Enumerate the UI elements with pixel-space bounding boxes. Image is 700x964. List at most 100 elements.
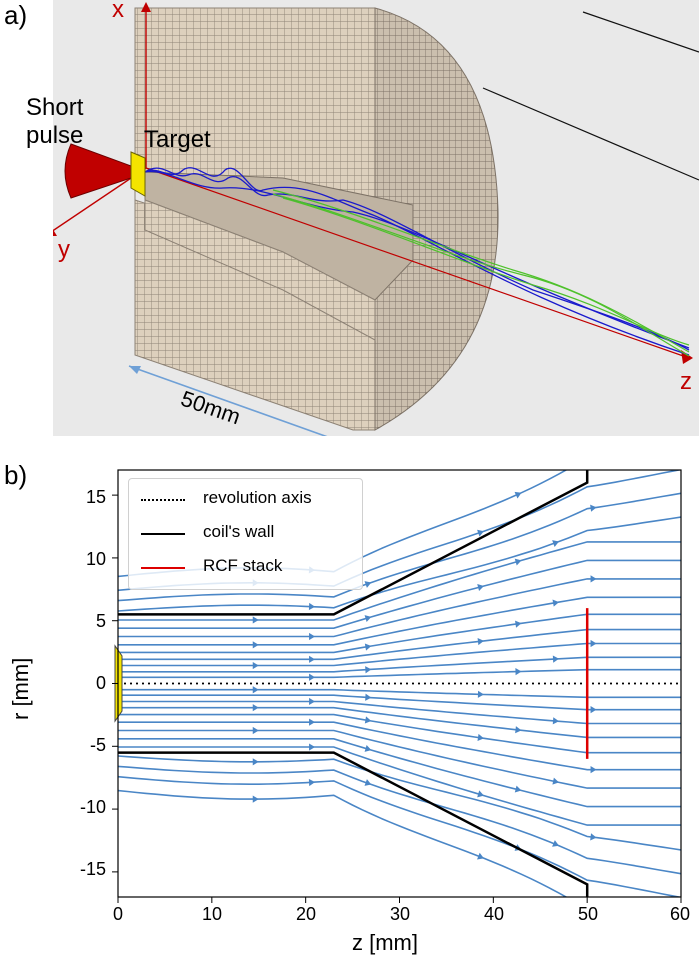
field-arrow [477, 690, 484, 698]
field-line [118, 775, 681, 897]
field-arrow [252, 704, 259, 712]
field-line [118, 755, 681, 851]
field-arrow [309, 632, 316, 641]
streamplot-svg [112, 469, 682, 903]
axis-z-label: z [680, 368, 692, 395]
y-tick-label: 5 [95, 611, 106, 631]
field-arrow [309, 718, 316, 726]
green-trajectories [272, 189, 690, 357]
legend-entry: revolution axis [129, 487, 362, 513]
x-tick-label: 50 [577, 904, 599, 924]
field-arrow [252, 795, 259, 803]
streamplot-chart [0, 440, 700, 964]
short-pulse-cone [64, 143, 132, 199]
field-arrow [590, 833, 597, 841]
field-arrow [590, 706, 597, 714]
field-line [118, 642, 681, 667]
field-arrow [365, 666, 372, 674]
field-line [118, 596, 681, 646]
field-line [118, 578, 681, 638]
panel-a-3d-render [53, 0, 699, 436]
rail-line [582, 11, 699, 53]
legend-entry: coil's wall [129, 521, 362, 547]
x-tick-label: 10 [201, 904, 223, 924]
field-arrow [252, 661, 259, 670]
y-tick-label: 0 [95, 673, 106, 693]
coil-wall-line [118, 751, 589, 897]
field-arrow [514, 491, 522, 499]
x-axis-label: z [mm] [352, 930, 418, 955]
field-arrow [552, 777, 560, 785]
field-arrow [365, 693, 372, 701]
dimension-arrow [128, 365, 328, 436]
field-line [118, 746, 681, 826]
field-line [118, 492, 681, 602]
field-arrow [309, 697, 316, 706]
legend-label: revolution axis [203, 488, 312, 507]
field-arrow [309, 655, 316, 663]
field-arrow [364, 744, 372, 752]
x-tick-label: 60 [669, 904, 691, 924]
target-label: Target [144, 126, 211, 153]
dimension-arrowhead [129, 366, 141, 374]
panel-a-label: a) [4, 0, 28, 30]
field-arrow [590, 504, 597, 512]
field-arrow [590, 639, 597, 648]
coil-groove-wall [144, 199, 376, 341]
legend-entry: RCF stack [129, 555, 362, 581]
field-line [118, 721, 681, 771]
target-foil [130, 151, 146, 197]
field-arrow [515, 620, 522, 628]
legend-label: RCF stack [203, 556, 283, 575]
field-line [118, 700, 681, 725]
field-arrow [514, 558, 522, 566]
field-arrow [252, 616, 259, 624]
x-tick-label: 30 [389, 904, 411, 924]
x-tick-label: 40 [483, 904, 505, 924]
x-tick-label: 0 [112, 904, 123, 924]
field-arrow [309, 743, 316, 751]
field-arrow [252, 641, 259, 649]
field-arrow [252, 758, 259, 766]
short-pulse-label: Short pulse [26, 94, 84, 149]
field-arrow [364, 779, 372, 786]
field-arrow [515, 668, 522, 676]
field-arrow [552, 655, 560, 663]
legend-swatch-wall [141, 533, 185, 535]
field-arrow [477, 637, 484, 646]
y-axis-label: r [mm] [8, 657, 33, 720]
y-tick-label: 15 [85, 487, 106, 507]
legend-swatch-rcf [141, 567, 185, 569]
field-arrow [364, 643, 372, 651]
field-arrow [308, 602, 316, 611]
field-arrow [252, 726, 259, 735]
legend-swatch-dotted [141, 499, 185, 501]
panel-b-label: b) [4, 460, 28, 490]
axis-x-label: x [112, 0, 124, 23]
y-tick-label: -10 [79, 797, 106, 817]
field-arrow [308, 778, 316, 787]
field-arrow [309, 673, 316, 681]
field-arrow [590, 575, 597, 583]
blue-trajectories [144, 167, 690, 356]
x-tick-label: 20 [295, 904, 317, 924]
field-arrow [477, 790, 484, 798]
y-tick-label: 10 [85, 549, 106, 569]
coil-wall-line [118, 470, 589, 616]
field-arrow [252, 686, 259, 694]
field-arrow [515, 726, 522, 734]
field-line [118, 688, 681, 699]
rail-line [482, 87, 699, 181]
field-arrow [477, 529, 484, 537]
y-tick-label: -5 [89, 735, 106, 755]
field-arrow [552, 599, 560, 607]
axis-y-label: y [58, 236, 70, 263]
field-line [118, 668, 681, 679]
field-line [118, 559, 681, 629]
field-arrow [552, 717, 560, 725]
field-arrow [552, 840, 560, 847]
field-line [118, 516, 681, 612]
field-arrow [552, 540, 560, 547]
field-line [118, 789, 568, 897]
chart-legend: revolution axis coil's wall RCF stack [128, 478, 363, 590]
